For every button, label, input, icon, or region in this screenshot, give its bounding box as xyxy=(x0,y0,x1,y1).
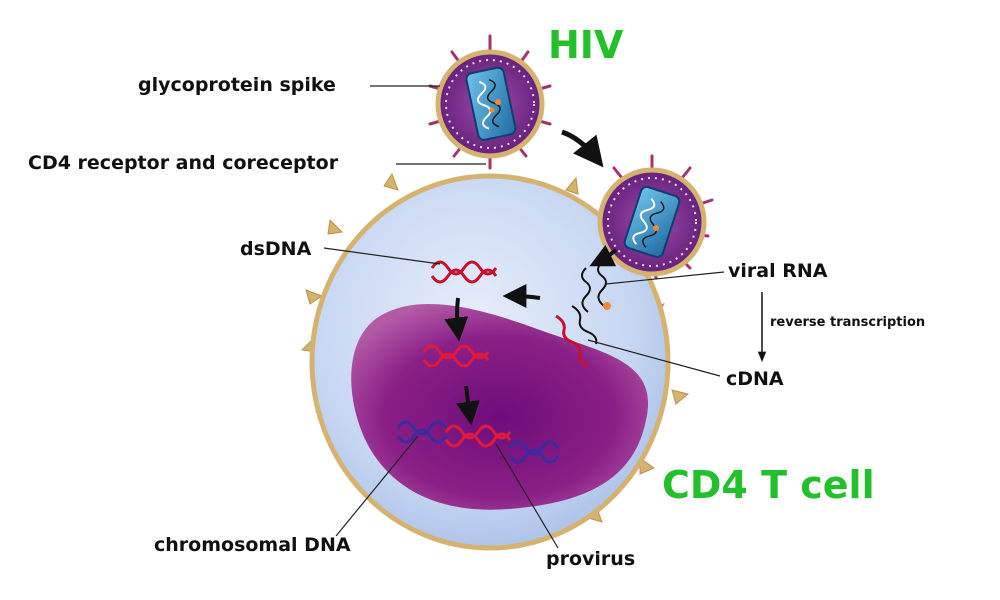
cdna-template xyxy=(571,305,598,345)
hiv-virion-top xyxy=(428,34,552,170)
dsdna-helix xyxy=(430,260,498,284)
viral-rna-strands xyxy=(581,261,607,313)
nucleus xyxy=(351,304,649,510)
chromosomal-dna xyxy=(396,420,560,464)
arrow-integration xyxy=(456,385,480,426)
label-cd4-t-cell: CD4 T cell xyxy=(662,463,875,507)
label-glycoprotein-spike: glycoprotein spike xyxy=(138,74,336,96)
leader-lines xyxy=(323,85,725,549)
hiv-virion-fusing xyxy=(597,154,714,280)
dsdna-in-nucleus xyxy=(422,344,490,368)
label-dsdna: dsDNA xyxy=(240,238,312,260)
arrow-cdna-to-dsdna xyxy=(502,284,541,309)
reverse-transcriptase-dot xyxy=(603,302,611,310)
arrow-release xyxy=(589,244,618,267)
arrow-attach xyxy=(561,129,604,168)
label-provirus: provirus xyxy=(546,548,636,570)
cdna-strand xyxy=(555,314,589,368)
label-reverse-transcription: reverse transcription xyxy=(770,315,926,330)
label-cdna: cDNA xyxy=(726,368,784,390)
label-cd4-receptor: CD4 receptor and coreceptor xyxy=(28,152,339,174)
arrow-into-nucleus xyxy=(444,297,469,342)
label-chromosomal-dna: chromosomal DNA xyxy=(154,534,351,556)
title-hiv: HIV xyxy=(548,23,624,67)
provirus-segment xyxy=(444,424,512,448)
label-viral-rna: viral RNA xyxy=(728,260,828,282)
